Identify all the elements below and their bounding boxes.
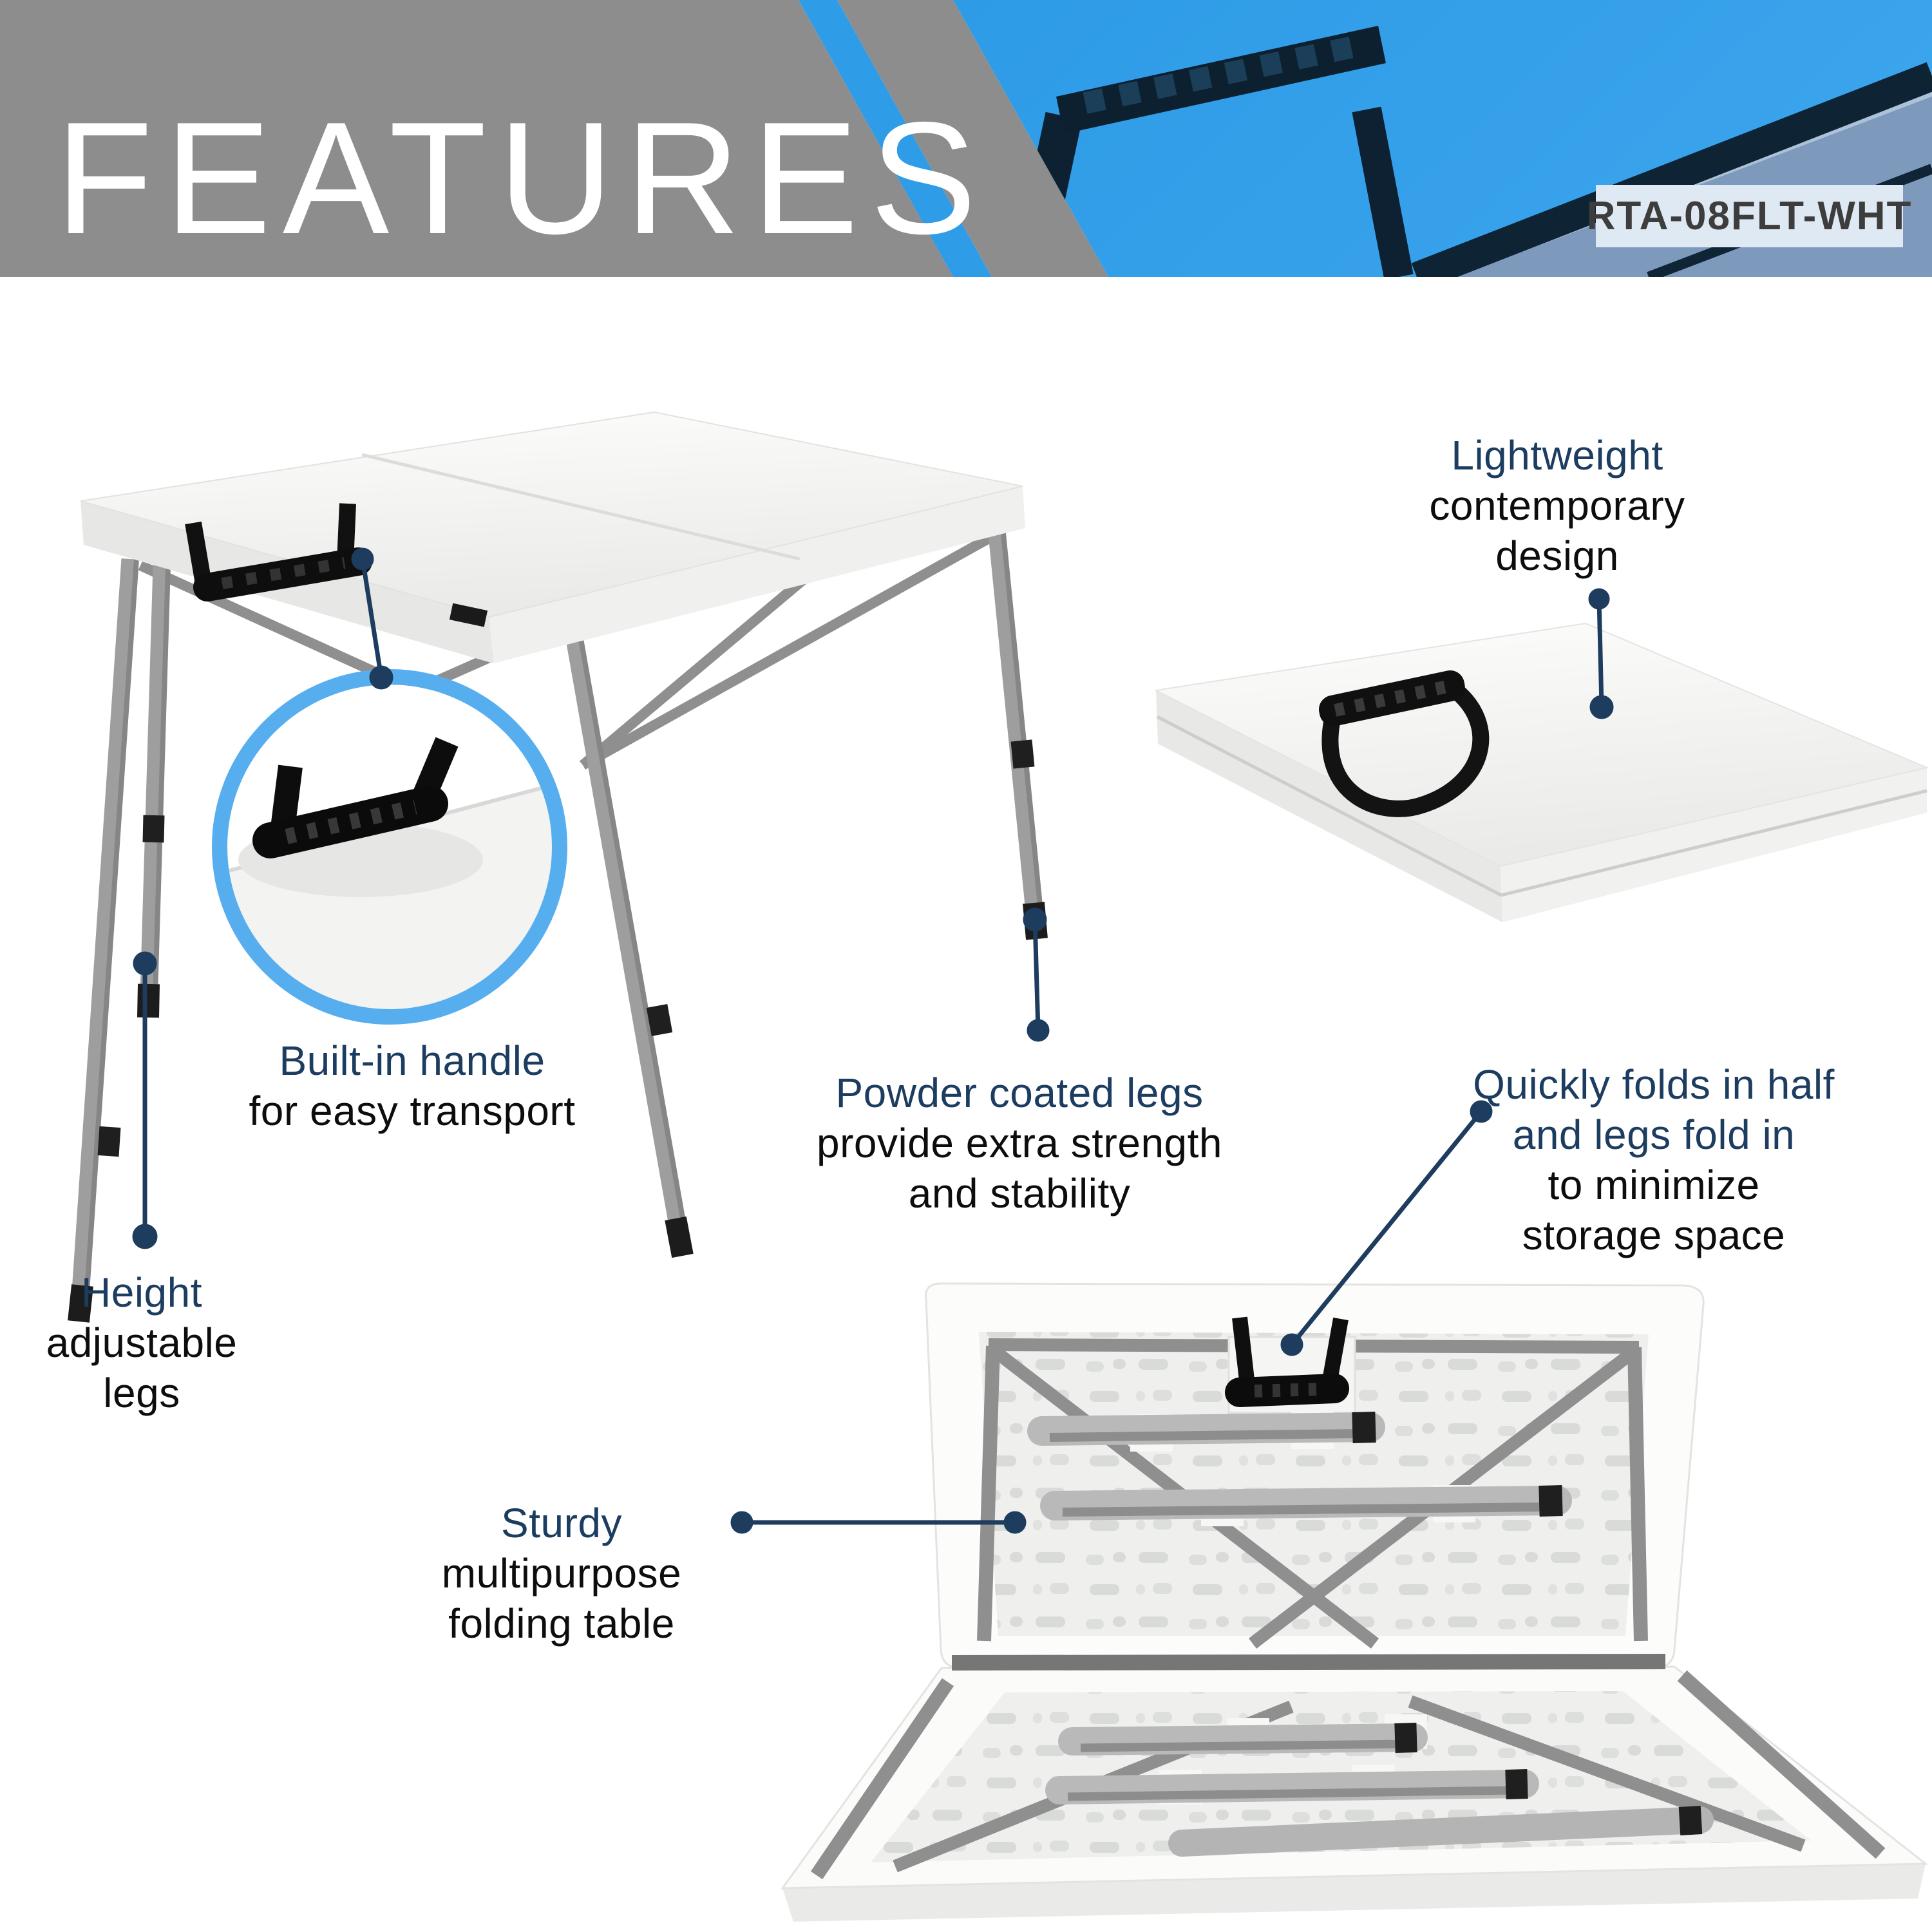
page-title: FEATURES: [55, 88, 989, 267]
callout-built-in-handle: Built-in handle for easy transport: [187, 1036, 638, 1136]
header-banner: [0, 0, 1932, 277]
header-gray-band: [0, 0, 953, 277]
header-blue-stripe: [799, 0, 992, 277]
leg-adjustment-collars: [97, 739, 1035, 1157]
open-handle-strap: [1225, 1316, 1349, 1407]
callout-sturdy-line: multipurpose: [441, 1550, 682, 1596]
callout-sturdy: Sturdy multipurpose folding table: [336, 1498, 787, 1649]
callout-quickly-folds: Quickly folds in half and legs fold in t…: [1428, 1059, 1879, 1260]
callout-height-line: legs: [103, 1370, 180, 1416]
callout-lightweight-line: contemporary: [1429, 482, 1685, 529]
callout-height-line: adjustable: [46, 1320, 238, 1366]
folded-carry-handle: [1318, 670, 1490, 817]
callout-lightweight-line: design: [1495, 533, 1619, 579]
callout-height-highlight: Height: [81, 1269, 202, 1316]
open-front-leg-tubes: [1045, 1723, 1714, 1857]
connector-sturdy: [730, 1511, 1027, 1534]
callout-folds-line: to minimize: [1548, 1162, 1760, 1208]
folded-table-photo: [1153, 622, 1929, 922]
table-legs: [70, 526, 1046, 1321]
callout-handle-highlight: Built-in handle: [279, 1037, 545, 1084]
table-latch: [449, 603, 488, 627]
table-handle-strap: [185, 503, 372, 601]
photo-table-edge-shadow: [1411, 62, 1932, 277]
connector-powder-coated: [1023, 907, 1050, 1042]
callout-height-adjustable: Height adjustable legs: [0, 1267, 283, 1418]
model-number-badge: RTA-08FLT-WHT: [1587, 185, 1911, 247]
connector-lightweight: [1588, 588, 1614, 719]
tabletop-fold-seam: [361, 453, 800, 561]
connector-quickly-folds: [1280, 1100, 1493, 1356]
callout-powder-coated-legs: Powder coated legs provide extra strengt…: [794, 1068, 1245, 1218]
folded-side-right: [1501, 768, 1927, 922]
connector-built-in-handle: [351, 547, 393, 690]
callout-powder-line: provide extra strength: [817, 1120, 1222, 1166]
callout-lightweight-highlight: Lightweight: [1451, 432, 1663, 478]
callout-lightweight: Lightweight contemporary design: [1338, 430, 1776, 581]
open-front-lip: [782, 1864, 1926, 1922]
callout-connectors: [132, 547, 1614, 1534]
model-number: RTA-08FLT-WHT: [1586, 194, 1913, 238]
detail-table-edge: [227, 778, 552, 1009]
table-legs-shading: [82, 526, 1046, 1321]
handle-detail-callout: [212, 669, 567, 1025]
open-back-leg-tubes: [1027, 1412, 1572, 1520]
callout-folds-line: storage space: [1522, 1212, 1786, 1258]
tabletop-side-right: [489, 486, 1025, 663]
callout-powder-highlight: Powder coated legs: [835, 1070, 1204, 1116]
folded-halves-seam: [1156, 715, 1927, 897]
callout-sturdy-line: folding table: [448, 1600, 675, 1647]
callout-sturdy-highlight: Sturdy: [501, 1500, 622, 1546]
callout-handle-line: for easy transport: [249, 1088, 576, 1134]
detail-handle: [252, 737, 459, 858]
header-gray-stripe: [837, 0, 1108, 277]
main-table-photo: [68, 411, 1048, 1323]
callout-folds-highlight: and legs fold in: [1512, 1112, 1795, 1158]
connector-height-adjustable: [132, 951, 158, 1249]
folded-open-photo: [781, 1282, 1929, 1922]
callout-folds-highlight: Quickly folds in half: [1473, 1061, 1835, 1108]
callout-powder-line: and stability: [908, 1170, 1131, 1217]
